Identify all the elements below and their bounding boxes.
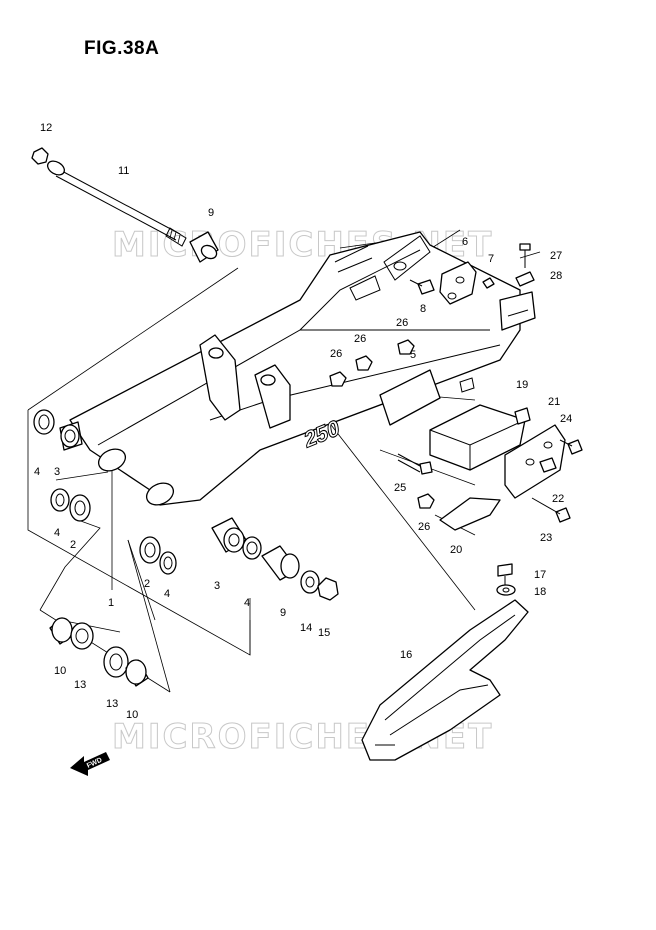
callout: 18 [534, 586, 546, 598]
callout: 26 [396, 317, 408, 329]
callout: 19 [516, 379, 528, 391]
callout: 14 [300, 622, 312, 634]
callout: 10 [54, 665, 66, 677]
bracket-6 [439, 261, 477, 305]
nut-12 [31, 147, 49, 165]
callout: 7 [488, 253, 494, 265]
figure-title: FIG.38A [84, 38, 160, 59]
bolt-25 [397, 453, 433, 475]
callout: 3 [214, 580, 220, 592]
callout: 26 [418, 521, 430, 533]
callout: 27 [550, 250, 562, 262]
seal-13b [103, 646, 129, 678]
bearing-3a [59, 421, 83, 451]
axle-11 [46, 160, 187, 247]
callout: 25 [394, 482, 406, 494]
nuts-26 [329, 339, 435, 509]
callout: 13 [74, 679, 86, 691]
nut-15 [317, 577, 339, 601]
callout: 15 [318, 627, 330, 639]
callout: 11 [118, 165, 129, 177]
washer-18 [496, 584, 516, 596]
callout: 4 [244, 597, 250, 609]
callout: 8 [420, 303, 426, 315]
callout: 5 [410, 349, 416, 361]
washer-14 [300, 570, 320, 594]
seal-4d [242, 536, 262, 560]
callout: 24 [560, 413, 572, 425]
bolt-7 [482, 277, 495, 289]
callout: 21 [548, 396, 560, 408]
chain-adjuster-assembly [429, 404, 583, 523]
callout: 9 [208, 207, 214, 219]
callout: 20 [450, 544, 462, 556]
callout: 9 [280, 607, 286, 619]
seal-4b [50, 488, 70, 512]
callout: 23 [540, 532, 552, 544]
seal-4c [159, 551, 177, 575]
bearing-3b [211, 517, 247, 553]
callout: 6 [462, 236, 468, 248]
seal-4a [33, 409, 55, 435]
chain-buffer-16 [361, 599, 529, 761]
collar-10b [125, 659, 149, 687]
callout: 4 [164, 588, 170, 600]
callout-numbers: 12 11 9 6 7 8 27 28 26 26 26 5 19 21 24 … [34, 122, 572, 721]
callout: 26 [330, 348, 342, 360]
bolt-17 [497, 563, 513, 586]
collar-9b [261, 545, 300, 581]
callout: 16 [400, 649, 412, 661]
callout: 4 [54, 527, 60, 539]
callout: 2 [144, 578, 150, 590]
clip-28 [515, 271, 535, 287]
callout: 10 [126, 709, 138, 721]
callout: 3 [54, 466, 60, 478]
callout: 12 [40, 122, 52, 134]
callout: 13 [106, 698, 118, 710]
fwd-label: FWD [86, 757, 103, 770]
callout: 17 [534, 569, 546, 581]
callout: 28 [550, 270, 562, 282]
callout: 22 [552, 493, 564, 505]
collar-2b [139, 536, 161, 564]
collar-10a [49, 617, 73, 645]
collar-2a [69, 494, 91, 522]
collar-9 [189, 231, 219, 263]
bolt-8 [409, 279, 435, 295]
swingarm-1 [69, 231, 536, 506]
callout: 4 [34, 466, 40, 478]
fwd-arrow: FWD [70, 752, 110, 776]
seal-13a [70, 622, 94, 650]
callout: 26 [354, 333, 366, 345]
callout: 1 [108, 597, 114, 609]
callout: 2 [70, 539, 76, 551]
guide-20 [439, 497, 501, 531]
bolt-27 [519, 243, 531, 268]
